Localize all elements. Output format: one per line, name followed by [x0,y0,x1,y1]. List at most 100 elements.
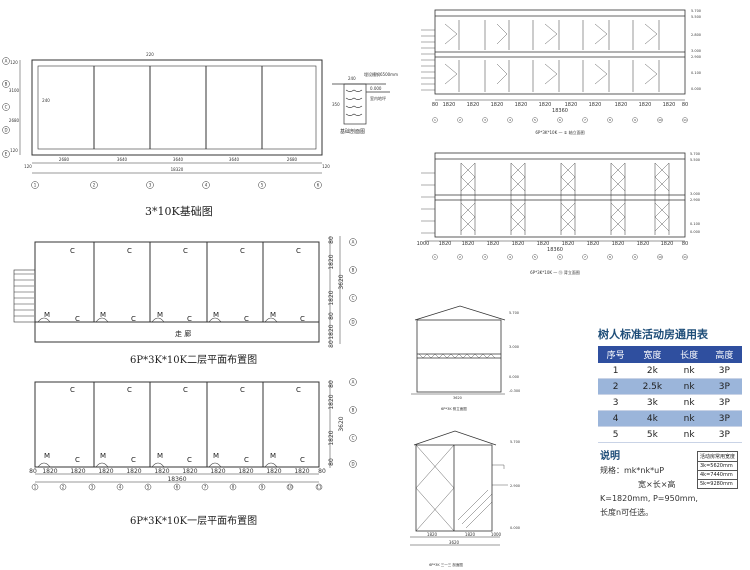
axis-x-2: 2 [93,183,96,188]
f1-axis-b: B [352,408,355,413]
f1-axis-x-2: 2 [62,485,65,490]
f2-right-dim-3: 1820 [328,290,335,305]
header-height: 高度 [706,346,742,363]
section-level: 0.000 [370,86,382,91]
fe-level-1: 5.700 [691,9,701,13]
f1-axis-x-9: 9 [261,485,264,490]
f1-door-m-4: M [213,452,219,460]
fe-dim-7: 1820 [565,102,578,108]
dim-1: 2680 [59,157,70,162]
corridor-label: 走 廊 [175,329,191,338]
be-axis-7: 7 [584,255,586,259]
cell: 2k [633,363,672,379]
cell: 4k [633,410,672,427]
inner-dim: 240 [42,98,50,103]
f1-dim-7: 1820 [182,468,197,475]
dim-4: 3640 [229,157,240,162]
foundation-plan-title: 3*10K基础图 [145,205,213,218]
door-m-4: M [213,311,219,319]
table-row: 4 4k nk 3P [598,410,742,427]
cell: nk [671,363,707,379]
fe-dim-6: 1820 [539,102,552,108]
dim-2: 3640 [117,157,128,162]
axis-x-4: 4 [205,183,208,188]
header-width: 宽度 [633,346,672,363]
mini-row: 3k=5620mm [696,461,739,471]
cell: nk [671,410,707,427]
f1-axis-x-11: 11 [316,485,322,490]
fe-axis-9: 9 [634,118,636,122]
cell: nk [671,394,707,411]
f1-dim-4: 1820 [98,468,113,475]
be-level-4: 2.900 [690,198,700,202]
f1-axis-c: C [352,436,355,441]
be-dim-4: 1820 [487,241,500,247]
f2-axis-c: C [352,296,355,301]
be-axis-5: 5 [534,255,536,259]
table-row: 5 5k nk 3P [598,426,742,443]
f1-dim-8: 1820 [210,468,225,475]
f1-room-c-5: C [296,386,301,394]
f1-axis-x-4: 4 [119,485,122,490]
f1-door-m-2: M [100,452,106,460]
axis-x-1: 1 [34,183,37,188]
f1-axis-x-6: 6 [176,485,179,490]
fe-axis-4: 4 [509,118,511,122]
f1-room-c-7: C [131,456,136,464]
room-c-5: C [296,247,301,255]
be-dim-10: 1820 [637,241,650,247]
be-level-3: 3.000 [690,192,700,196]
f1-dim-12: 80 [318,468,326,475]
header-index: 序号 [598,346,634,363]
dim-5: 2680 [287,157,298,162]
fe-dim-1: 80 [432,102,438,108]
se-caption: 6P*3K 侧立面图 [441,406,467,411]
fe-axis-5: 5 [534,118,536,122]
fe-axis-6: 6 [559,118,561,122]
axis-y-a: A [5,59,8,64]
f1-axis-x-3: 3 [91,485,94,490]
f2-right-dim-5: 1820 [328,324,335,339]
table-row: 3 3k nk 3P [598,394,742,411]
se-dim: 3620 [453,396,462,400]
se-level-4: -0.300 [509,389,520,393]
be-level-1: 5.700 [690,152,700,156]
room-c-7: C [131,315,136,323]
f1-dim-6: 1820 [154,468,169,475]
end-dim-1: 120 [24,164,32,169]
section-label-350: 350 [332,102,340,107]
notes-title: 说明 [600,451,620,462]
spec-table-title: 树人标准活动房通用表 [598,328,708,341]
f1-dim-10: 1820 [266,468,281,475]
room-c-1: C [70,247,75,255]
se2-level-1: 5.700 [510,440,520,444]
f1-room-c-1: C [70,386,75,394]
cell: 3 [598,394,634,411]
f1-room-c-10: C [300,456,305,464]
room-c-8: C [187,315,192,323]
fe-dim-11: 1820 [663,102,676,108]
f1-axis-x-7: 7 [204,485,207,490]
f1-axis-x-5: 5 [147,485,150,490]
f2-right-dim-6: 80 [328,340,335,348]
notes-line-3: K=1820mm, P=950mm, [600,494,698,503]
se2-dim-3: 1000 [491,532,502,537]
f2-axis-d: D [351,320,354,325]
left-dim-3: 2680 [9,118,20,123]
section-title: 基础剖面图 [340,128,365,135]
mini-header: 活动房常用宽度 [696,451,739,462]
spec-table: 树人标准活动房通用表 序号 宽度 长度 高度 1 2k nk 3P 2 2.5k… [598,326,742,443]
be-dim-3: 1820 [462,241,475,247]
left-dim-1: 120 [10,60,18,65]
be-axis-10: 10 [658,255,662,259]
f1-dim-5: 1820 [126,468,141,475]
fe-dim-12: 80 [682,102,688,108]
table-row: 2 2.5k nk 3P [598,378,742,395]
top-dim: 220 [146,52,154,57]
f2-axis-b: B [352,268,355,273]
be-dim-2: 1820 [439,241,452,247]
be-dim-1: 1000 [417,241,430,247]
se2-level-2: 2.900 [510,484,520,488]
door-m-1: M [44,311,50,319]
door-m-3: M [157,311,163,319]
